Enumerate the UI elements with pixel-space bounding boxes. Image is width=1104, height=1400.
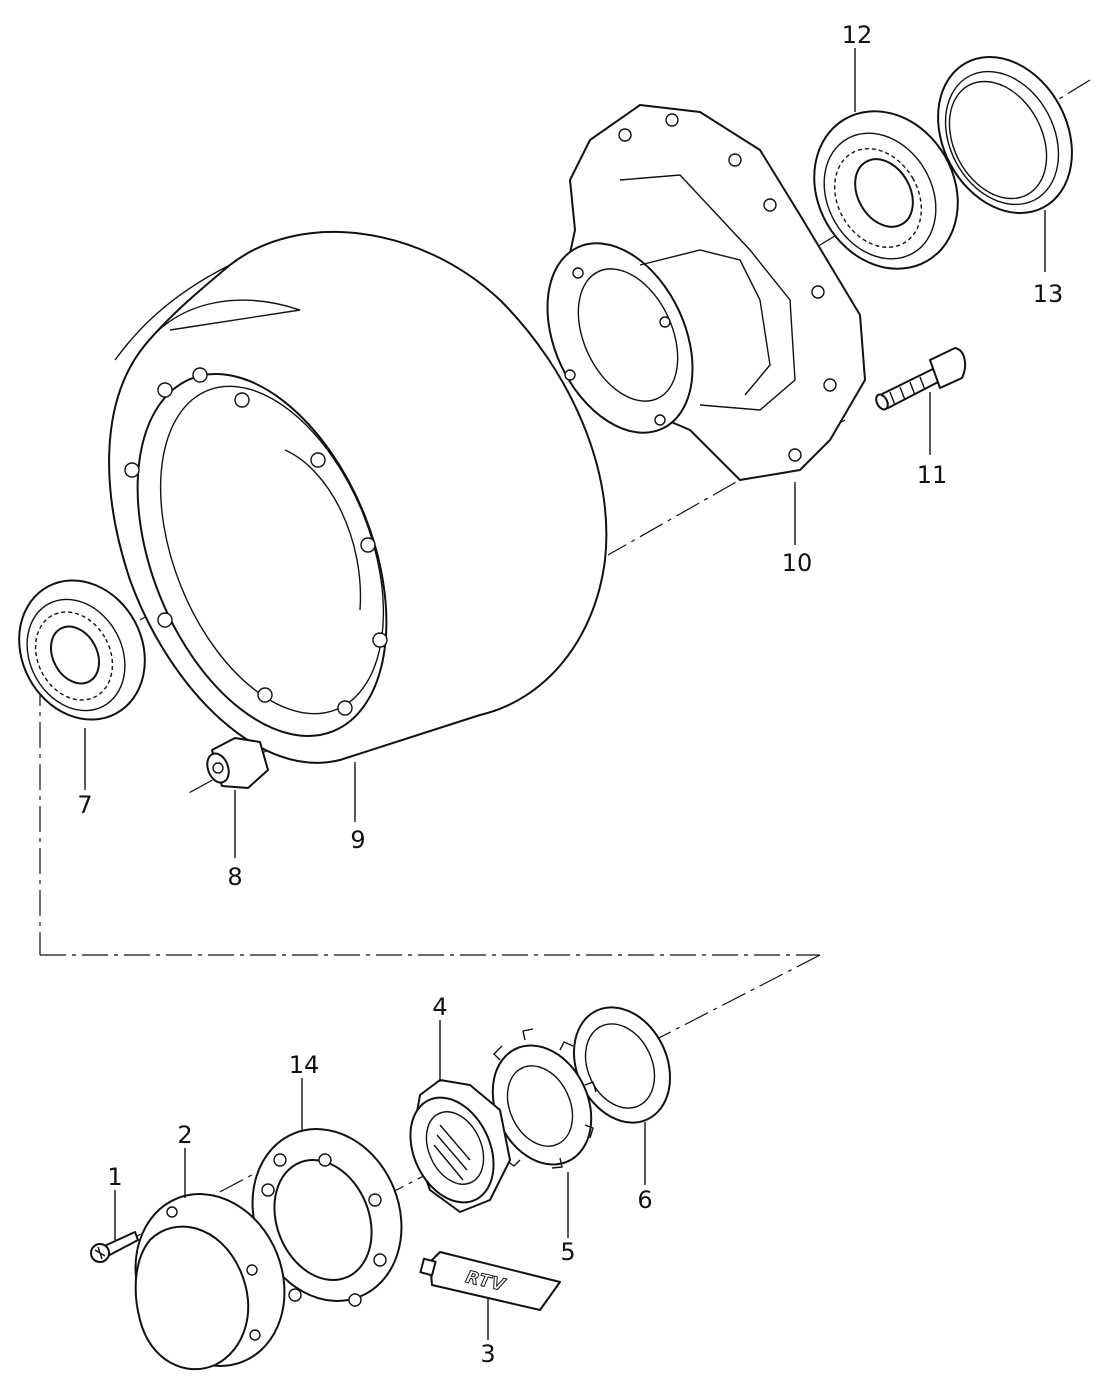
hub-gasket xyxy=(251,1128,403,1307)
inner-bearing xyxy=(813,110,959,270)
rtv-sealant-tube: RTV xyxy=(419,1251,561,1311)
oil-seal xyxy=(937,55,1073,215)
callout-3: 3 xyxy=(480,1340,495,1368)
cap-screw xyxy=(90,1231,139,1263)
callout-14: 14 xyxy=(289,1051,320,1079)
rtv-label: RTV xyxy=(464,1267,508,1296)
brake-drum xyxy=(108,231,608,764)
hub-cap xyxy=(134,1193,286,1371)
wheel-stud xyxy=(875,347,967,411)
callout-10: 10 xyxy=(782,549,813,577)
callout-labels: 1 2 3 4 5 6 7 8 9 10 11 12 13 14 xyxy=(77,21,1063,1368)
callout-12: 12 xyxy=(842,21,873,49)
callout-2: 2 xyxy=(177,1121,192,1149)
callout-6: 6 xyxy=(637,1186,652,1214)
callout-11: 11 xyxy=(917,461,948,489)
callout-9: 9 xyxy=(350,826,365,854)
callout-7: 7 xyxy=(77,791,92,819)
callout-1: 1 xyxy=(107,1163,122,1191)
outer-bearing xyxy=(18,579,146,721)
callout-8: 8 xyxy=(227,863,242,891)
slotted-nut xyxy=(409,1079,511,1213)
wheel-nut xyxy=(206,737,269,789)
wheel-hub xyxy=(546,104,866,481)
callout-4: 4 xyxy=(432,993,447,1021)
callout-5: 5 xyxy=(560,1238,575,1266)
callout-13: 13 xyxy=(1033,280,1064,308)
leader-lines xyxy=(84,48,1046,1340)
